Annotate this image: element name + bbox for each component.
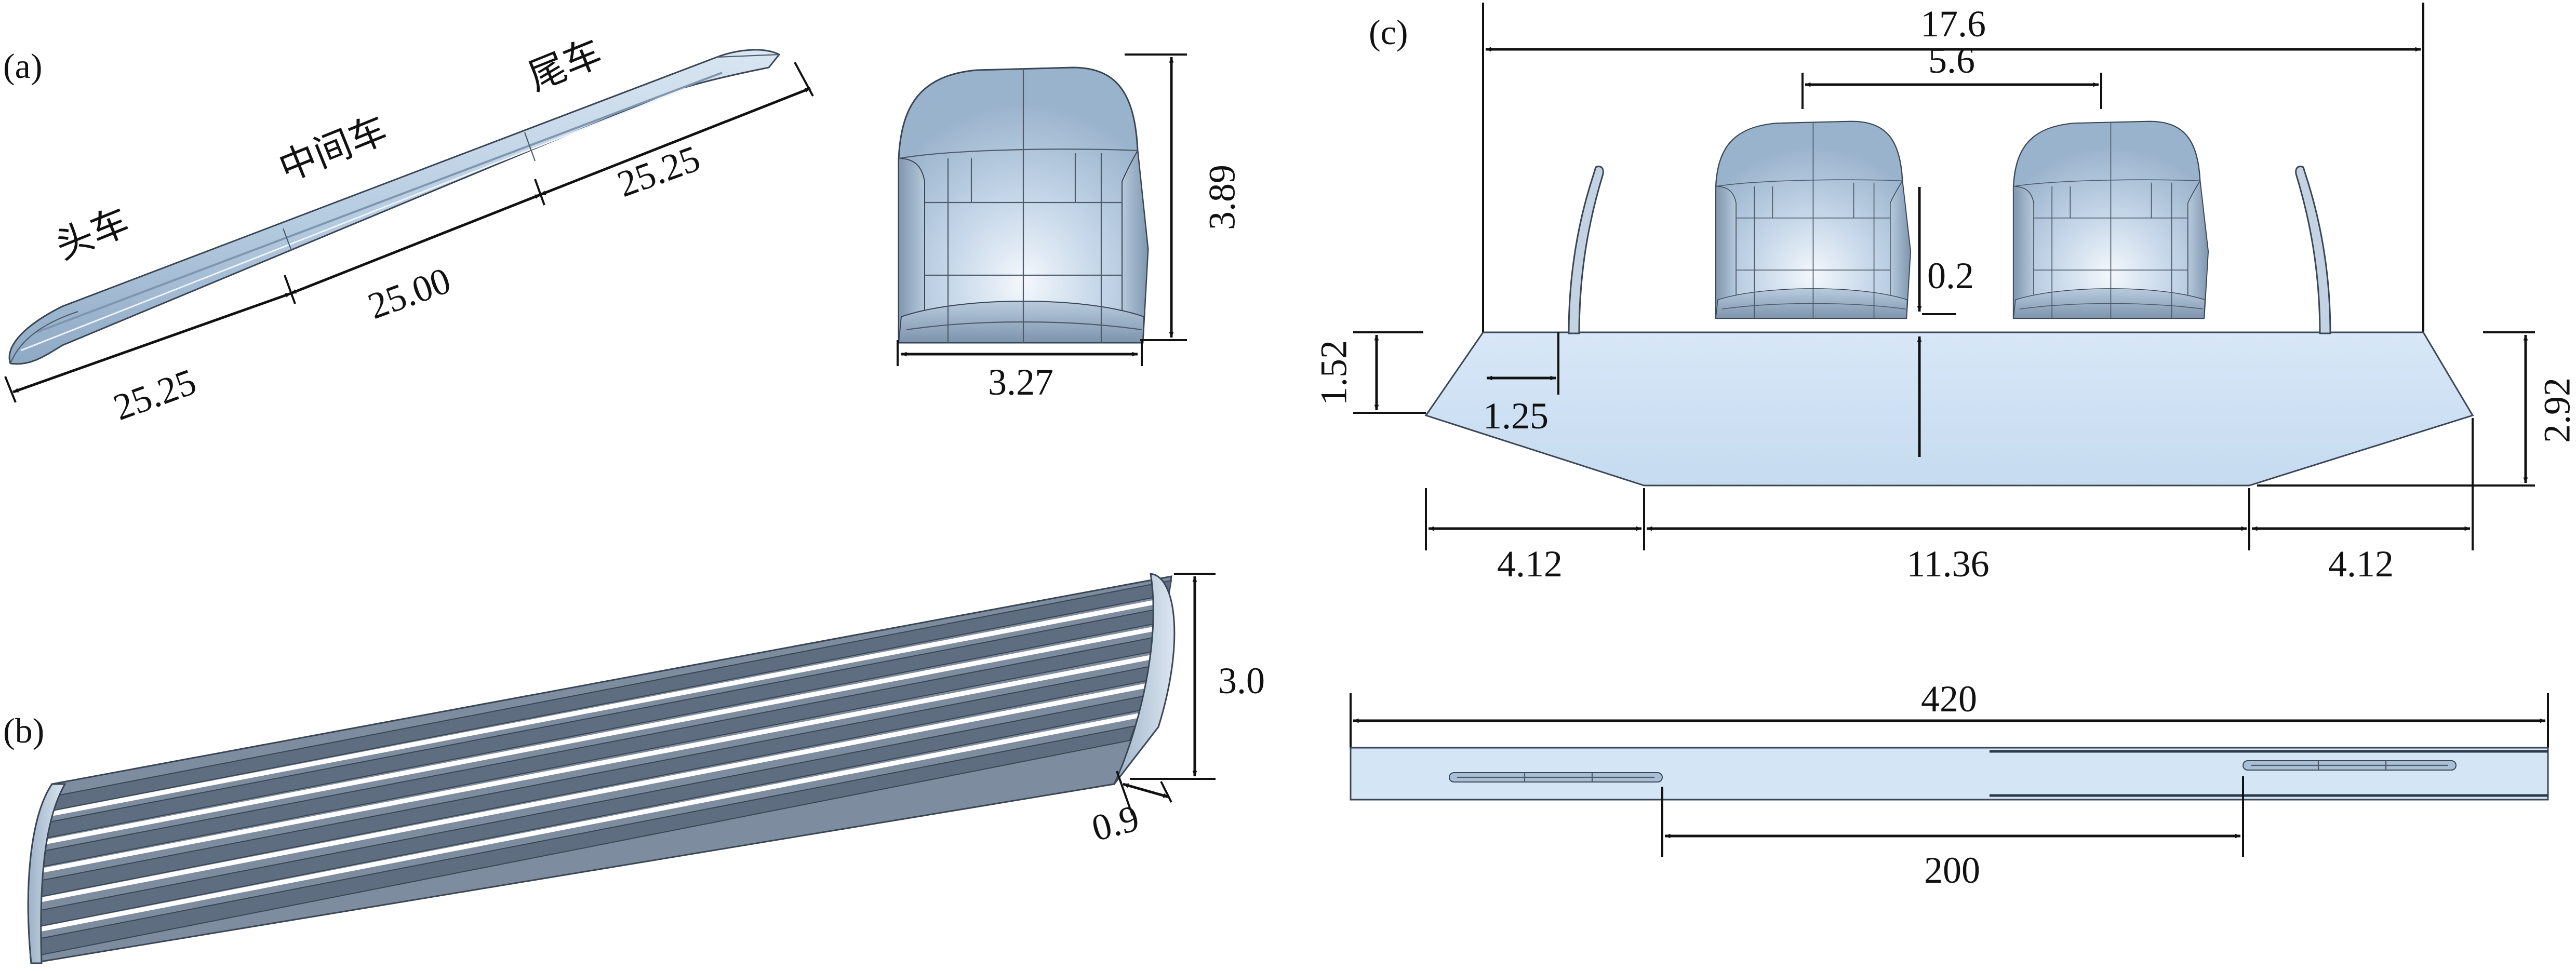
- dim-tail-length-line: [540, 87, 811, 196]
- train-plan-left: [1449, 772, 1663, 783]
- panel-a-tag: (a): [3, 46, 42, 86]
- dim-barrier-height: 3.0: [1218, 660, 1265, 702]
- dim-overall-width: 17.6: [1920, 3, 1986, 45]
- dim-slope-right: 4.12: [2328, 543, 2394, 585]
- panel-c-tag: (c): [1369, 12, 1408, 52]
- train-cross-section: [898, 66, 1149, 344]
- dim-barrier-offset: 1.25: [1483, 395, 1549, 437]
- train-left-cross-section: [1715, 120, 1912, 319]
- barrier-left: [1568, 166, 1604, 334]
- dim-domain-length: 420: [1921, 678, 1977, 720]
- dim-middle-length-line: [290, 193, 541, 295]
- dim-barrier-thickness-line: [1123, 783, 1169, 799]
- dim-rail-height: 0.2: [1927, 255, 1974, 296]
- dim-train-height: 3.89: [1202, 165, 1243, 230]
- panel-c: (c) 17.6 5.6 0.2 1.52: [1313, 3, 2576, 891]
- embankment-cross-section: [1424, 331, 2474, 487]
- panel-b-tag: (b): [3, 711, 44, 750]
- dim-middle-length: 25.00: [363, 259, 456, 327]
- label-head-car: 头车: [50, 201, 135, 267]
- dim-head-length-line: [12, 292, 291, 394]
- dim-head-length: 25.25: [108, 360, 202, 428]
- panel-b: (b): [3, 573, 1265, 964]
- dim-track-spacing: 5.6: [1928, 39, 1975, 81]
- dim-bottom-width: 11.36: [1906, 543, 1989, 585]
- dim-train-spacing: 200: [1924, 849, 1980, 891]
- louver-barrier-model: [27, 573, 1176, 964]
- dim-train-width: 3.27: [988, 361, 1053, 403]
- label-middle-car: 中间车: [273, 109, 393, 190]
- barrier-right: [2295, 166, 2331, 334]
- dim-barrier-thickness: 0.9: [1087, 797, 1143, 849]
- panel-a: (a) 头车 中间车 尾车 25.25 25.00 25.25: [3, 32, 1243, 428]
- dim-embankment-height: 2.92: [2537, 377, 2576, 443]
- dim-slope-left: 4.12: [1497, 543, 1563, 585]
- train-right-cross-section: [2012, 120, 2209, 319]
- train-plan-right: [2243, 760, 2457, 771]
- dim-embankment-top: 1.52: [1313, 340, 1355, 406]
- label-tail-car: 尾车: [523, 32, 607, 99]
